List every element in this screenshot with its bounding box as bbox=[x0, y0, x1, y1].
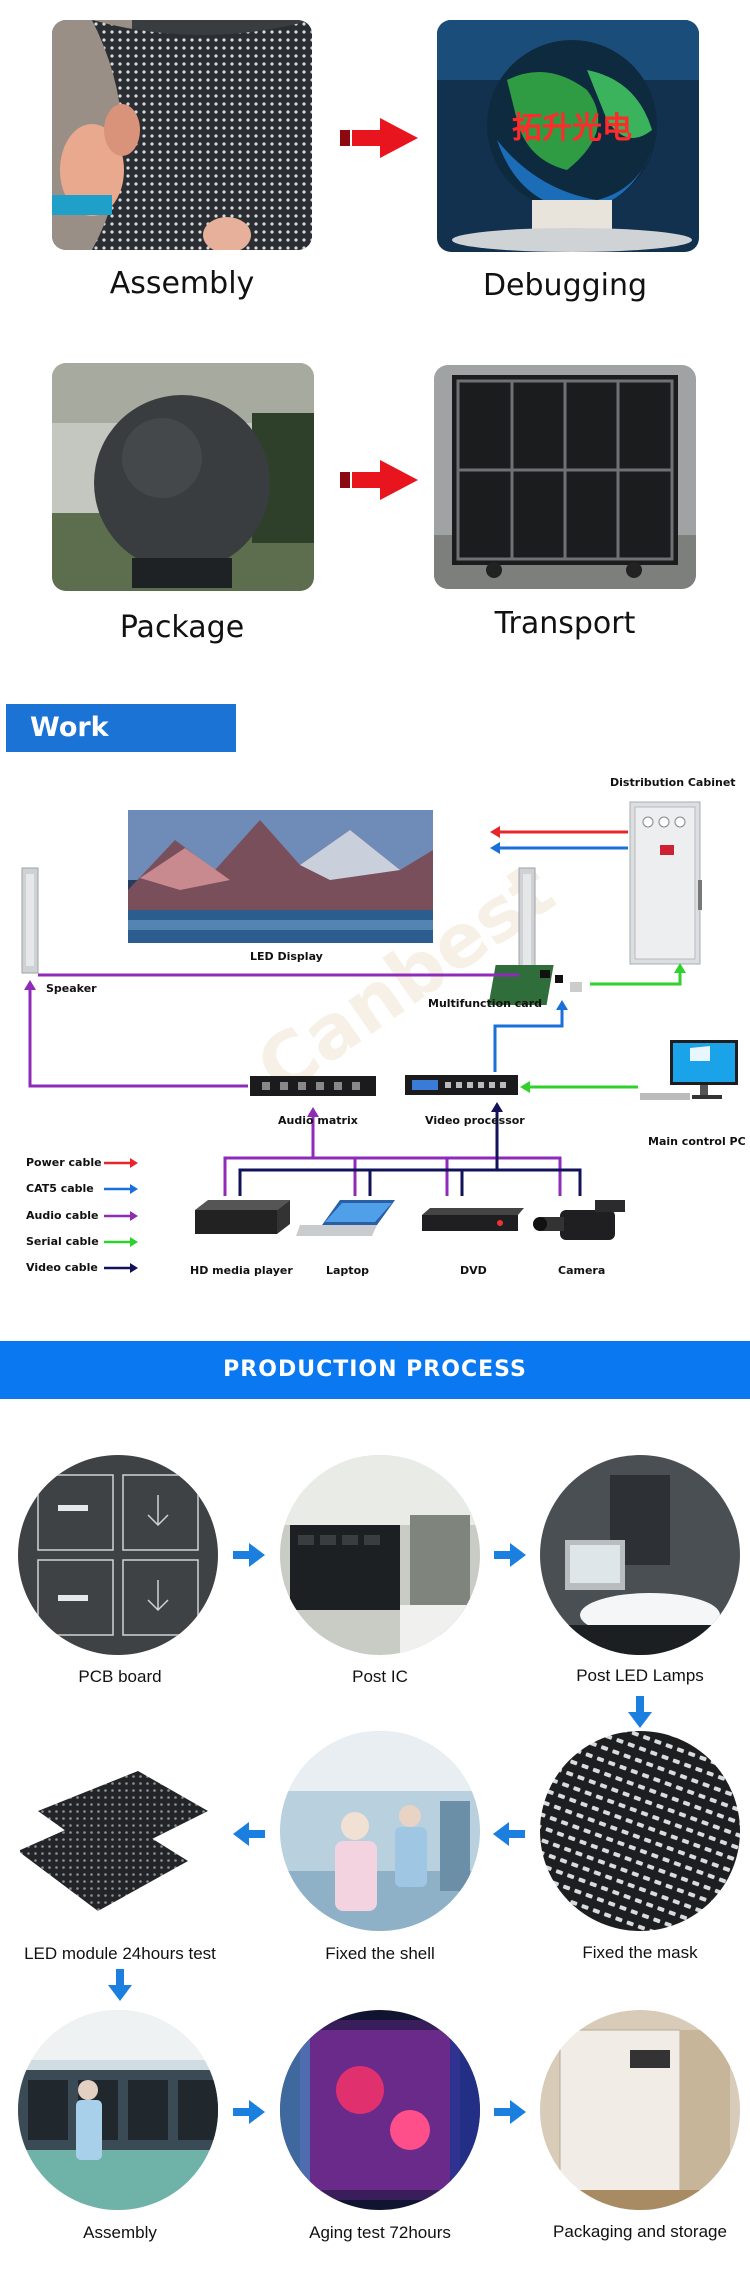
legend-serial-cable: Serial cable bbox=[26, 1235, 99, 1248]
assembly-photo bbox=[52, 20, 312, 250]
step-label-pcb-board: PCB board bbox=[78, 1667, 162, 1686]
video-processor bbox=[405, 1075, 518, 1095]
laptop bbox=[296, 1200, 395, 1236]
legend-arrows bbox=[104, 1158, 138, 1273]
arrow-left-icon bbox=[233, 1822, 265, 1846]
arrow-right-icon bbox=[340, 460, 418, 500]
debugging-photo: 拓升光电 bbox=[437, 20, 699, 252]
legend-cat5-cable: CAT5 cable bbox=[26, 1182, 94, 1195]
dvd-player bbox=[422, 1208, 524, 1231]
label-led-display: LED Display bbox=[250, 950, 323, 963]
arrow-down-icon bbox=[628, 1696, 652, 1728]
led-display bbox=[128, 810, 433, 943]
label-distribution-cabinet: Distribution Cabinet bbox=[610, 776, 736, 789]
label-video-processor: Video processor bbox=[425, 1114, 525, 1127]
transport-photo bbox=[434, 365, 696, 589]
debugging-sign: 拓升光电 bbox=[512, 111, 632, 146]
step-label-packaging-storage: Packaging and storage bbox=[553, 2222, 727, 2241]
main-control-pc bbox=[640, 1040, 738, 1100]
step-aging-test-image bbox=[280, 2010, 480, 2210]
step-label-assembly: Assembly bbox=[83, 2223, 157, 2242]
package-photo bbox=[52, 363, 314, 591]
label-main-control-pc: Main control PC bbox=[648, 1135, 746, 1148]
caption-assembly: Assembly bbox=[109, 266, 255, 301]
step-post-led-lamps-image bbox=[540, 1455, 740, 1655]
arrow-right-icon bbox=[494, 2100, 526, 2124]
label-speaker: Speaker bbox=[46, 982, 97, 995]
arrow-right-icon bbox=[233, 1543, 265, 1567]
step-label-aging-test: Aging test 72hours bbox=[309, 2223, 451, 2242]
step-post-ic-image bbox=[280, 1455, 480, 1655]
left-speaker bbox=[21, 867, 39, 974]
arrow-right-icon bbox=[340, 118, 418, 158]
step-led-module-test-image bbox=[18, 1731, 218, 1931]
production-process-banner: PRODUCTION PROCESS bbox=[0, 1341, 750, 1399]
step-fixed-the-mask-image bbox=[540, 1731, 740, 1931]
step-packaging-image bbox=[540, 2010, 740, 2210]
caption-debugging: Debugging bbox=[482, 268, 648, 303]
step-label-fixed-the-mask: Fixed the mask bbox=[582, 1943, 698, 1962]
work-process-diagram: Canbest bbox=[21, 801, 738, 1273]
arrow-right-icon bbox=[233, 2100, 265, 2124]
step-label-post-led-lamps: Post LED Lamps bbox=[576, 1666, 704, 1685]
label-hd-media-player: HD media player bbox=[190, 1264, 293, 1277]
audio-matrix bbox=[250, 1076, 376, 1096]
step-label-fixed-the-shell: Fixed the shell bbox=[325, 1944, 435, 1963]
work-process-header: Work Process bbox=[6, 704, 236, 791]
legend-audio-cable: Audio cable bbox=[26, 1209, 99, 1222]
step-assembly-image bbox=[18, 2010, 218, 2210]
step-pcb-board-image bbox=[18, 1455, 218, 1655]
label-laptop: Laptop bbox=[326, 1264, 369, 1277]
arrow-down-icon bbox=[108, 1969, 132, 2001]
right-speaker bbox=[518, 867, 536, 974]
step-label-post-ic: Post IC bbox=[352, 1667, 408, 1686]
label-camera: Camera bbox=[558, 1264, 606, 1277]
legend-video-cable: Video cable bbox=[26, 1261, 98, 1274]
step-label-led-module-test: LED module 24hours test bbox=[24, 1944, 216, 1963]
caption-package: Package bbox=[119, 610, 245, 645]
caption-transport: Transport bbox=[494, 606, 636, 641]
label-dvd: DVD bbox=[460, 1264, 487, 1277]
camera bbox=[533, 1200, 625, 1240]
label-multifunction-card: Multifunction card bbox=[428, 997, 543, 1010]
step-fixed-the-shell-image bbox=[280, 1731, 480, 1931]
hd-media-player bbox=[195, 1200, 290, 1234]
distribution-cabinet bbox=[629, 801, 702, 965]
arrow-right-icon bbox=[494, 1543, 526, 1567]
label-audio-matrix: Audio matrix bbox=[278, 1114, 358, 1127]
legend-power-cable: Power cable bbox=[26, 1156, 102, 1169]
arrow-left-icon bbox=[493, 1822, 525, 1846]
